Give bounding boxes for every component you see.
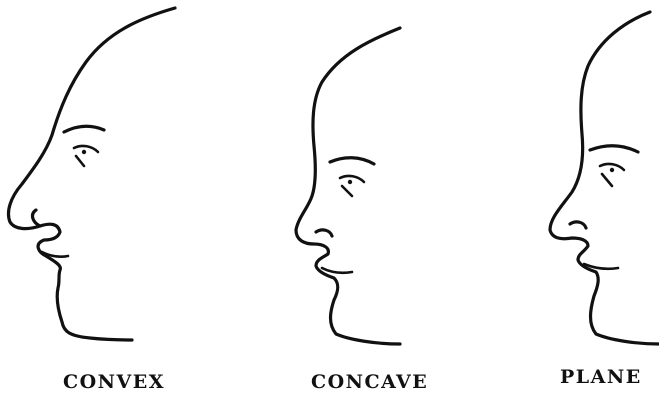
convex-nose-wing [33, 210, 40, 226]
concave-label: CONCAVE [311, 371, 428, 393]
plane-pupil [610, 168, 614, 172]
convex-profile [9, 8, 176, 340]
convex-pupil [82, 150, 86, 154]
plane-profile [550, 12, 659, 344]
plane-label: PLANE [560, 366, 642, 388]
concave-brow [330, 158, 374, 164]
concave-pupil [348, 180, 352, 184]
concave-nose-wing [316, 230, 332, 236]
plane-nose-wing [570, 222, 586, 228]
concave-lips [322, 268, 352, 273]
concave-eye-lash [342, 186, 352, 196]
convex-face-outline [9, 8, 176, 340]
convex-brow [64, 126, 104, 132]
convex-eye-lash [76, 156, 84, 166]
plane-eye-lash [602, 174, 612, 186]
plane-brow [590, 146, 638, 152]
concave-profile [296, 28, 400, 344]
convex-label: CONVEX [63, 371, 165, 393]
concave-face-outline [296, 28, 400, 344]
